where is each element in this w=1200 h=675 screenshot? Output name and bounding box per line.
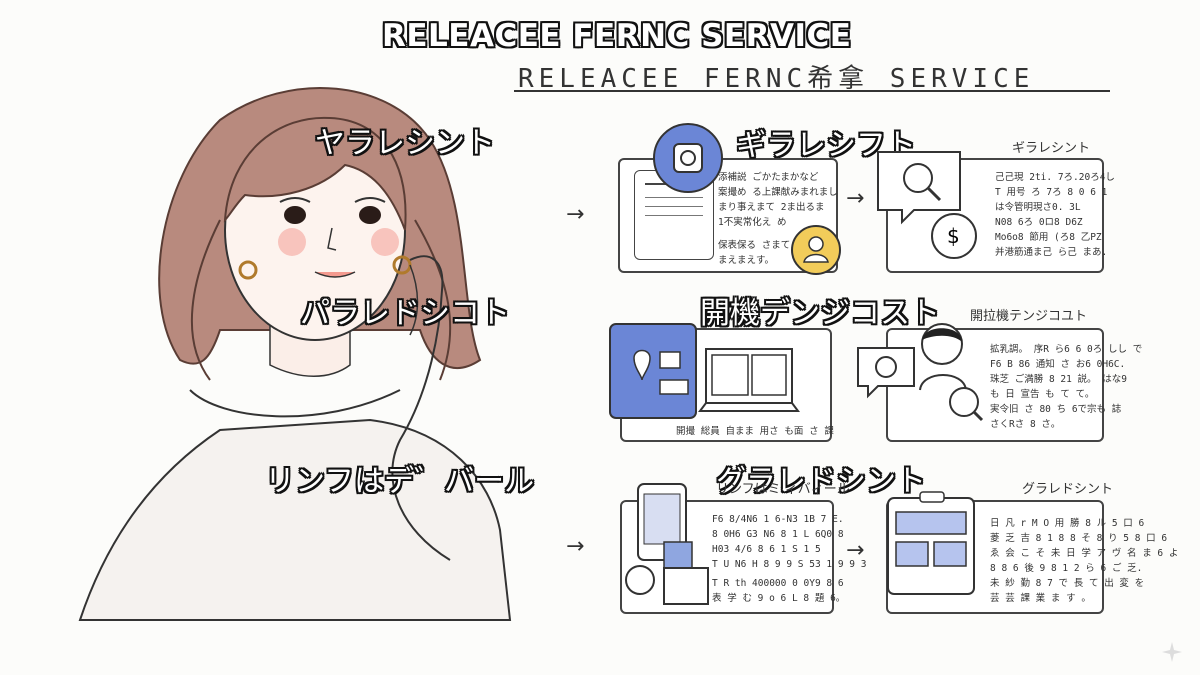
title-divider [514,90,1110,92]
row3-doc-text2: T R th 400000 0 0Y9 8 6 表 学 む 9 o 6 L 8 … [712,578,846,604]
phone-gear-icon [625,483,709,605]
person-gear-icon [857,323,984,422]
map-folder-icon [609,323,697,419]
row1-doc-text2: 保表保る さまて まえまえす。 [718,240,791,266]
row3-arrow-mid: → [846,538,865,563]
row2-right-text: 拡乳調。 序R ら6 6 0ろ しし で F6 B 86 通知 さ お6 0H6… [990,344,1143,430]
row2-small-label: 開拉機テンジコユト [970,309,1088,324]
row3-small-label: グラレドシント [1022,482,1114,497]
laptop-icon [698,348,800,412]
row3-left-caption: リンフはデ゛バール [265,464,535,499]
settings-circle-icon [653,123,723,193]
row2-left-caption: パラレドシコト [300,296,510,331]
row1-right-text: 己己現 2ti. 7ろ.20ろ4し T 用号 ろ 7ろ 8 0 6 1 は令管明… [995,172,1115,258]
row3-arrow-in: → [566,534,585,559]
row2-mid-text: 開撮 総員 自まま 用さ も面 さ 課 [676,426,834,437]
row3-right-caption: グラレドシント [716,464,926,499]
overlay-title: RELEACEE FERNC SERVICE [382,18,852,54]
row3-right-text: 日 凡 r M O 用 勝 8 ル 5 口 6 菱 乏 吉 8 1 8 8 そ … [990,518,1179,604]
printed-title: RELEACEE FERNC希拿 SERVICE [518,64,1035,94]
svg-text:$: $ [947,224,960,248]
row1-small-label: ギラレシント [1012,141,1091,156]
row3-doc-text: F6 8/4N6 1 6-N3 1B 7 E. 8 0H6 G3 N6 8 1 … [712,514,867,570]
row1-arrow-mid: → [846,186,865,211]
row1-arrow-in: → [566,202,585,227]
sparkle-icon [1162,642,1182,662]
user-circle-icon [791,225,841,275]
row1-left-caption: ヤラレシント [315,126,495,161]
tablet-icon [887,491,975,595]
row2-right-caption: 開機デンジコスト [700,296,940,331]
row1-doc-text: 添補説 ごかたまかなど 案撮め る上課献みまれまし まり事えまて 2ま出るま 1… [718,172,838,228]
row3-mid-label: リンフはミ ィバィール [716,482,850,497]
magnifier-bubble-icon: $ [877,151,977,259]
woman-illustration [78,87,512,621]
